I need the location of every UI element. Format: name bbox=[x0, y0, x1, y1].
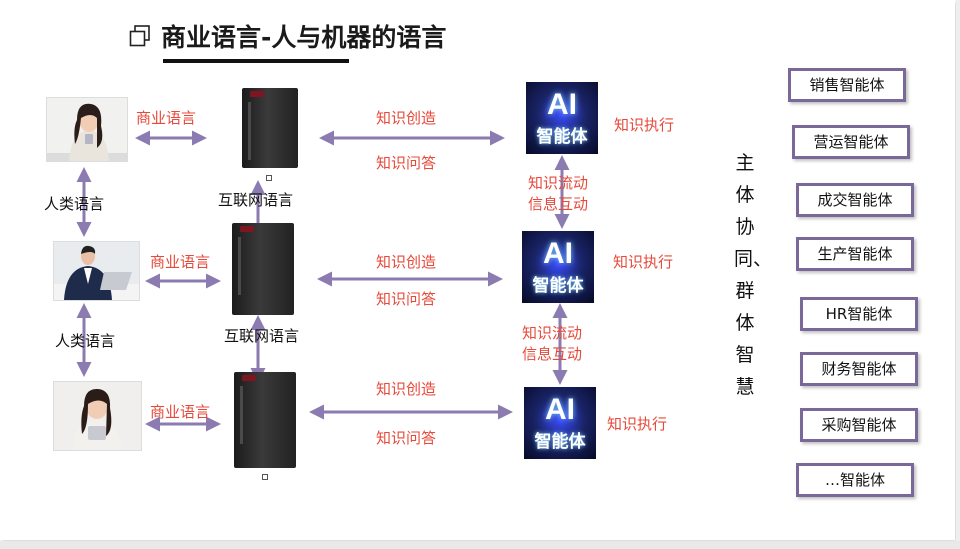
label-knowledge-flow: 知识流动 bbox=[528, 174, 589, 192]
server-status-dot bbox=[266, 175, 272, 181]
label-knowledge-execution: 知识执行 bbox=[613, 253, 674, 271]
label-business-language: 商业语言 bbox=[150, 253, 211, 271]
server-icon bbox=[242, 88, 298, 168]
label-knowledge-flow: 知识流动 bbox=[522, 324, 583, 342]
person-photo-woman-tablet bbox=[53, 381, 142, 451]
ai-agent-badge: AI 智能体 bbox=[522, 231, 594, 303]
label-knowledge-qa: 知识问答 bbox=[376, 290, 437, 308]
agent-box-operations: 营运智能体 bbox=[792, 125, 910, 159]
title-underline bbox=[163, 59, 349, 63]
label-knowledge-execution: 知识执行 bbox=[614, 116, 675, 134]
label-internet-language: 互联网语言 bbox=[218, 191, 294, 209]
server-status-dot bbox=[262, 474, 268, 480]
label-knowledge-qa: 知识问答 bbox=[376, 429, 437, 447]
label-info-interaction: 信息互动 bbox=[528, 195, 589, 213]
label-knowledge-creation: 知识创造 bbox=[376, 109, 437, 127]
label-business-language: 商业语言 bbox=[136, 109, 197, 127]
slide-edge-bottom bbox=[0, 541, 960, 549]
label-business-language: 商业语言 bbox=[150, 403, 211, 421]
label-knowledge-creation: 知识创造 bbox=[376, 380, 437, 398]
page-title: 商业语言-人与机器的语言 bbox=[161, 23, 447, 52]
label-info-interaction: 信息互动 bbox=[522, 345, 583, 363]
label-knowledge-execution: 知识执行 bbox=[607, 415, 668, 433]
person-photo-woman-phone bbox=[46, 97, 128, 162]
agent-box-production: 生产智能体 bbox=[796, 237, 914, 271]
label-knowledge-creation: 知识创造 bbox=[376, 253, 437, 271]
label-internet-language: 互联网语言 bbox=[224, 327, 300, 345]
label-human-language: 人类语言 bbox=[44, 195, 105, 213]
agent-box-hr: HR智能体 bbox=[800, 297, 918, 331]
copy-icon bbox=[129, 25, 150, 47]
agent-box-more: …智能体 bbox=[796, 463, 914, 497]
agent-box-deals: 成交智能体 bbox=[796, 183, 914, 217]
ai-agent-badge: AI 智能体 bbox=[526, 82, 598, 154]
server-icon bbox=[234, 372, 296, 468]
server-icon bbox=[232, 223, 294, 315]
person-photo-man-laptop bbox=[53, 241, 140, 301]
agent-box-finance: 财务智能体 bbox=[800, 352, 918, 386]
label-human-language: 人类语言 bbox=[55, 332, 116, 350]
slide-edge-right bbox=[956, 0, 960, 549]
agent-box-procurement: 采购智能体 bbox=[800, 408, 918, 442]
agent-box-sales: 销售智能体 bbox=[788, 68, 906, 102]
vertical-slogan: 主体协同、群体智慧 bbox=[734, 152, 773, 398]
ai-agent-badge: AI 智能体 bbox=[524, 387, 596, 459]
label-knowledge-qa: 知识问答 bbox=[376, 154, 437, 172]
